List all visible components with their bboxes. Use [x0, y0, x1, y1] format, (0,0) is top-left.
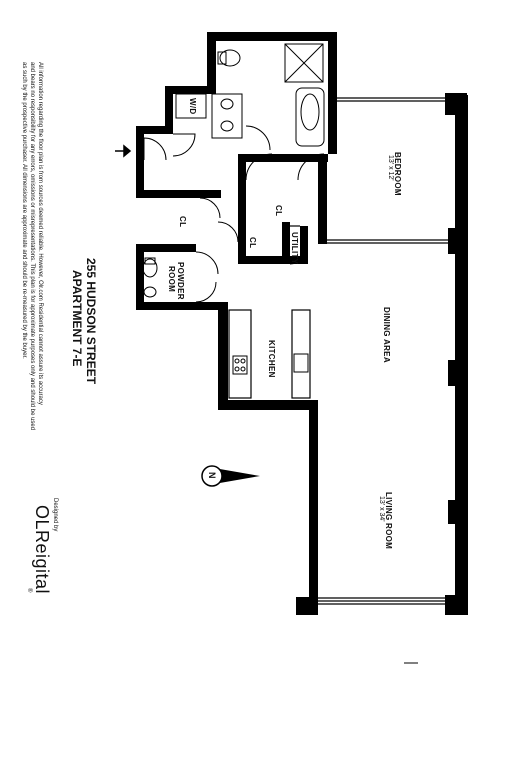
building-address: 255 HUDSON STREET — [84, 258, 98, 385]
room-label-wd: W/D — [188, 98, 197, 115]
room-label-kitchen: KITCHEN — [267, 340, 276, 378]
room-size-living: 13' x 34' — [378, 496, 385, 522]
room-label-powder-2: ROOM — [167, 266, 176, 293]
room-label-powder-1: POWDER — [176, 262, 185, 300]
apartment-number: APARTMENT 7-E — [70, 270, 84, 367]
disclaimer-line-3: as such by the prospective purchaser. Al… — [21, 62, 27, 359]
room-label-living: LIVING ROOM — [384, 492, 393, 550]
room-label-bedroom: BEDROOM — [393, 152, 402, 196]
interior-lines — [228, 97, 455, 605]
room-label-utility: UTILITY — [290, 232, 299, 265]
room-label-dining: DINING AREA — [382, 307, 391, 363]
closet-label-2: CL — [178, 216, 187, 228]
fixtures — [142, 43, 325, 375]
trademark-symbol: ® — [26, 588, 32, 593]
room-size-bedroom: 13' x 12' — [387, 155, 394, 181]
compass-letter: N — [207, 472, 217, 479]
closet-label-1: CL — [274, 205, 283, 217]
designed-by-text: Designed by — [52, 498, 58, 532]
door-swings — [143, 125, 325, 303]
disclaimer-line-2: and bears no responsibility for any erro… — [29, 62, 35, 431]
closet-label-3: CL — [248, 237, 257, 249]
compass-icon — [201, 465, 260, 487]
entry-arrow-icon — [115, 144, 132, 158]
exterior-walls — [136, 32, 468, 615]
company-logo: OLReigital — [32, 505, 52, 595]
disclaimer-line-1: All information regarding the floor plan… — [37, 62, 43, 405]
